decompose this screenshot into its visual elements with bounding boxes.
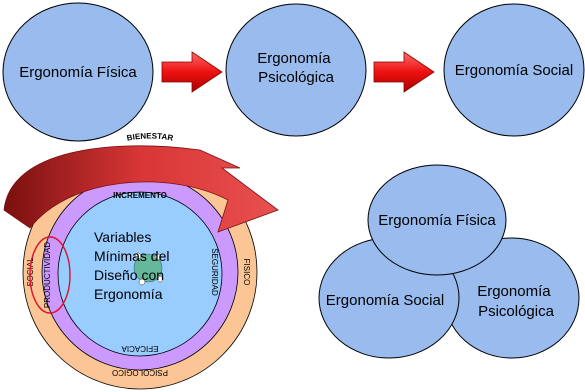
ring-diagram: BIENESTAR SOCIAL FISICO PSICOLOGICO INCR…: [3, 131, 279, 390]
node-ergonomia-fisica: [2, 2, 154, 142]
node-ergonomia-social-label: Ergonomía Social: [455, 62, 573, 79]
ring-label-incremento: INCREMENTO: [113, 191, 167, 200]
inner-text-line3: Diseño con: [94, 267, 164, 283]
venn-circle-fisica: [367, 164, 507, 276]
venn-label-psicologica-line2: Psicológica: [478, 303, 555, 320]
ring-label-bienestar: BIENESTAR: [126, 131, 174, 142]
node-ergonomia-psicologica-line1: Ergonomía: [257, 50, 331, 67]
flow-arrow-2: [373, 51, 435, 93]
flow-arrow-1: [161, 51, 223, 93]
node-ergonomia-psicologica: [225, 3, 367, 137]
ring-label-seguridad: SEGURIDAD: [210, 248, 219, 296]
node-ergonomia-psicologica-label: Ergonomía Psicológica: [257, 50, 335, 86]
people-globe-icon: [133, 252, 164, 286]
cycle-arrow: [3, 145, 279, 233]
inner-text-line1: Variables: [94, 229, 151, 245]
productividad-highlight: [29, 236, 71, 314]
node-ergonomia-fisica-label: Ergonomía Física: [19, 64, 137, 81]
ring-label-productividad: PRODUCTIVIDAD: [43, 242, 52, 308]
ring-label-psicologico: PSICOLOGICO: [112, 368, 168, 377]
top-flow: Ergonomía Física Ergonomía Psicológica E…: [2, 2, 585, 142]
venn-diagram: Ergonomía Física Ergonomía Social Ergono…: [318, 164, 580, 359]
node-ergonomia-social: [443, 3, 585, 137]
venn-label-fisica: Ergonomía Física: [378, 212, 496, 229]
venn-label-psicologica-line1: Ergonomía: [477, 283, 551, 300]
venn-label-psicologica: Ergonomía Psicológica: [477, 283, 555, 320]
ring-label-fisico: FISICO: [242, 259, 251, 286]
venn-label-social: Ergonomía Social: [326, 292, 444, 309]
inner-text-line2: Mínimas del: [94, 248, 169, 264]
ring-label-eficacia: EFICACIA: [121, 344, 159, 353]
inner-text-line4: Ergonomía: [94, 286, 163, 302]
inner-center-text: Variables Mínimas del Diseño con Ergonom…: [94, 229, 173, 302]
node-ergonomia-psicologica-line2: Psicológica: [258, 69, 335, 86]
